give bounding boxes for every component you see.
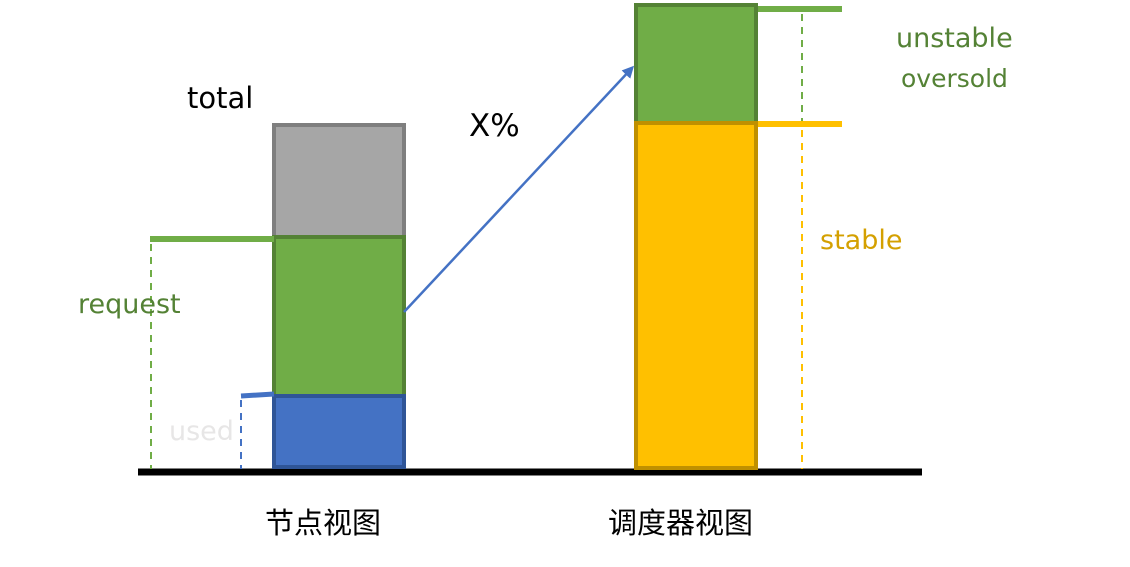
conversion-arrow xyxy=(403,65,635,313)
stable-segment xyxy=(634,121,758,470)
request-label: request xyxy=(78,289,181,320)
used-segment xyxy=(272,394,406,469)
scheduler-view-title: 调度器视图 xyxy=(608,506,753,540)
node-view-column xyxy=(272,123,406,469)
used-marker-line xyxy=(240,391,275,399)
scheduler-view-column xyxy=(634,3,758,470)
used-label: used xyxy=(169,416,234,447)
unstable-label: unstable xyxy=(896,23,1013,54)
total-segment xyxy=(272,123,406,239)
arrow-percent-label: X% xyxy=(469,108,520,144)
total-label: total xyxy=(187,81,253,115)
request-segment xyxy=(272,235,406,398)
oversold-label: oversold xyxy=(901,64,1008,93)
node-view-title: 节点视图 xyxy=(265,506,381,540)
stable-label: stable xyxy=(820,225,902,256)
oversold-segment xyxy=(634,3,758,125)
